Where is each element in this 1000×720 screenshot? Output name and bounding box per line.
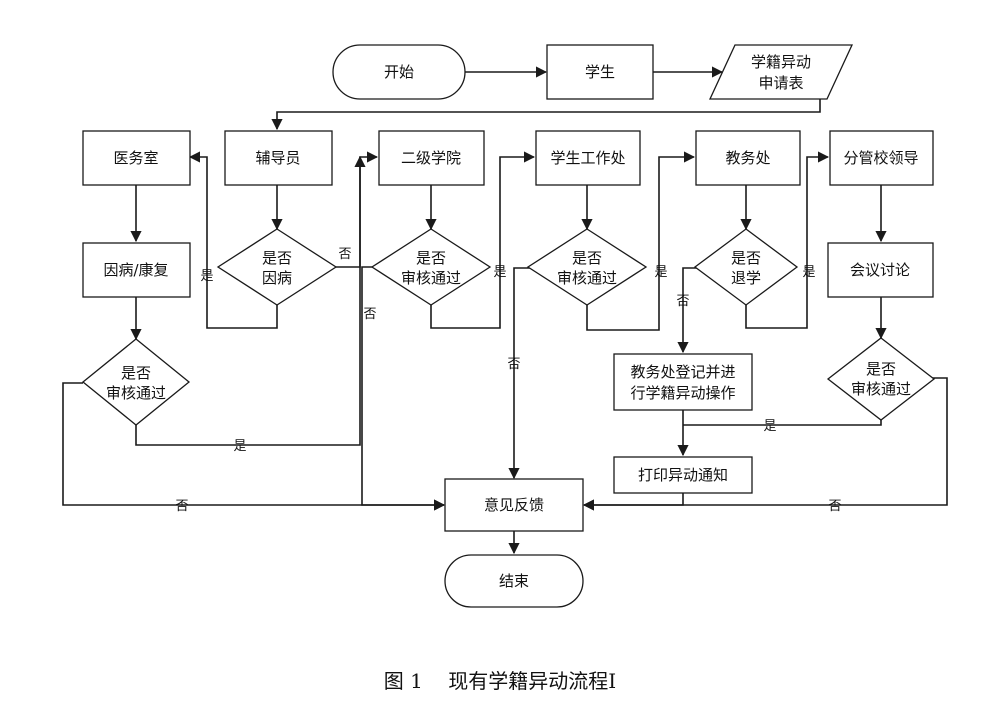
- label-withdraw-no: 否: [676, 294, 689, 309]
- affairs-approval-line2: 审核通过: [557, 269, 617, 287]
- label-medical-yes: 是: [233, 439, 246, 454]
- edge-print-feedback: [582, 493, 684, 511]
- edge-illness-yes-medical: [188, 151, 278, 329]
- medical-room-label: 医务室: [113, 149, 158, 167]
- withdraw-decision: 是否 退学: [693, 228, 799, 306]
- register-node: 教务处登记并进 行学籍异动操作: [613, 353, 753, 411]
- meeting-node: 会议讨论: [827, 242, 934, 298]
- withdraw-line1: 是否: [731, 249, 761, 267]
- school-leader-node: 分管校领导: [829, 130, 934, 186]
- medical-room-node: 医务室: [82, 130, 191, 186]
- edge-affairs-yes-academic: [586, 151, 696, 331]
- counselor-node: 辅导员: [224, 130, 333, 186]
- edges: [62, 66, 948, 555]
- nodes: 开始 学生 学籍异动 申请表 医务室 辅导员 二级学院 学生工作处: [81, 44, 936, 608]
- affairs-approval-line1: 是否: [572, 249, 602, 267]
- medical-approval-line2: 审核通过: [106, 384, 166, 402]
- register-line1: 教务处登记并进: [630, 363, 735, 381]
- illness-recovery-label: 因病/康复: [103, 261, 168, 279]
- register-line2: 行学籍异动操作: [630, 384, 735, 402]
- edge-college-no-feedback: [361, 266, 446, 511]
- label-leader-no: 否: [828, 499, 841, 514]
- academic-affairs-node: 教务处: [695, 130, 801, 186]
- label-illness-yes: 是: [200, 269, 213, 284]
- counselor-label: 辅导员: [255, 149, 300, 167]
- academic-affairs-label: 教务处: [725, 149, 770, 167]
- student-affairs-node: 学生工作处: [535, 130, 641, 186]
- feedback-label: 意见反馈: [484, 496, 544, 514]
- application-form-node: 学籍异动 申请表: [708, 44, 854, 100]
- withdraw-line2: 退学: [731, 269, 761, 287]
- start-node: 开始: [332, 44, 466, 100]
- label-affairs-no: 否: [507, 357, 520, 372]
- college-approval-line1: 是否: [416, 249, 446, 267]
- medical-approval-line1: 是否: [121, 364, 151, 382]
- leader-approval-line2: 审核通过: [851, 380, 911, 398]
- is-illness-line2: 因病: [262, 269, 292, 287]
- label-withdraw-yes: 是: [802, 265, 815, 280]
- label-medical-no: 否: [175, 499, 188, 514]
- label-college-no: 否: [363, 307, 376, 322]
- edge-labels: 是 否 否 是 是 否 否 是 是 否 是 否: [175, 247, 841, 514]
- edge-affairs-no-feedback: [508, 267, 530, 480]
- form-label-line1: 学籍异动: [751, 53, 811, 71]
- leader-approval-decision: 是否 审核通过: [826, 337, 936, 421]
- label-illness-no: 否: [338, 247, 351, 262]
- is-illness-decision: 是否 因病: [216, 228, 338, 306]
- end-label: 结束: [499, 572, 529, 590]
- edge-form-counselor: [271, 99, 821, 131]
- college-approval-line2: 审核通过: [401, 269, 461, 287]
- edge-leader-yes-join: [683, 420, 882, 426]
- medical-approval-decision: 是否 审核通过: [81, 338, 191, 426]
- secondary-college-node: 二级学院: [378, 130, 485, 186]
- is-illness-line1: 是否: [262, 249, 292, 267]
- college-approval-decision: 是否 审核通过: [370, 228, 492, 306]
- edge-medical-yes-college: [135, 155, 366, 446]
- edge-college-yes-affairs: [430, 151, 536, 329]
- edge-leader-no-feedback: [582, 377, 948, 511]
- meeting-label: 会议讨论: [850, 261, 910, 279]
- student-affairs-label: 学生工作处: [550, 149, 625, 167]
- start-label: 开始: [384, 63, 414, 81]
- feedback-node: 意见反馈: [444, 478, 584, 532]
- label-college-yes: 是: [493, 265, 506, 280]
- illness-recovery-node: 因病/康复: [82, 242, 191, 298]
- edge-medical-no-feedback: [62, 382, 446, 511]
- figure-caption: 图 1 现有学籍异动流程I: [384, 669, 616, 693]
- student-label: 学生: [585, 63, 615, 81]
- edge-withdraw-yes-leader: [745, 151, 830, 329]
- end-node: 结束: [444, 554, 584, 608]
- edge-withdraw-no-register: [677, 267, 697, 354]
- label-leader-yes: 是: [763, 419, 776, 434]
- affairs-approval-decision: 是否 审核通过: [526, 228, 648, 306]
- print-notice-node: 打印异动通知: [613, 456, 753, 494]
- label-affairs-yes: 是: [654, 265, 667, 280]
- student-node: 学生: [546, 44, 654, 100]
- print-notice-label: 打印异动通知: [638, 466, 728, 484]
- secondary-college-label: 二级学院: [401, 149, 461, 167]
- form-label-line2: 申请表: [758, 74, 803, 92]
- school-leader-label: 分管校领导: [843, 149, 918, 167]
- leader-approval-line1: 是否: [866, 360, 896, 378]
